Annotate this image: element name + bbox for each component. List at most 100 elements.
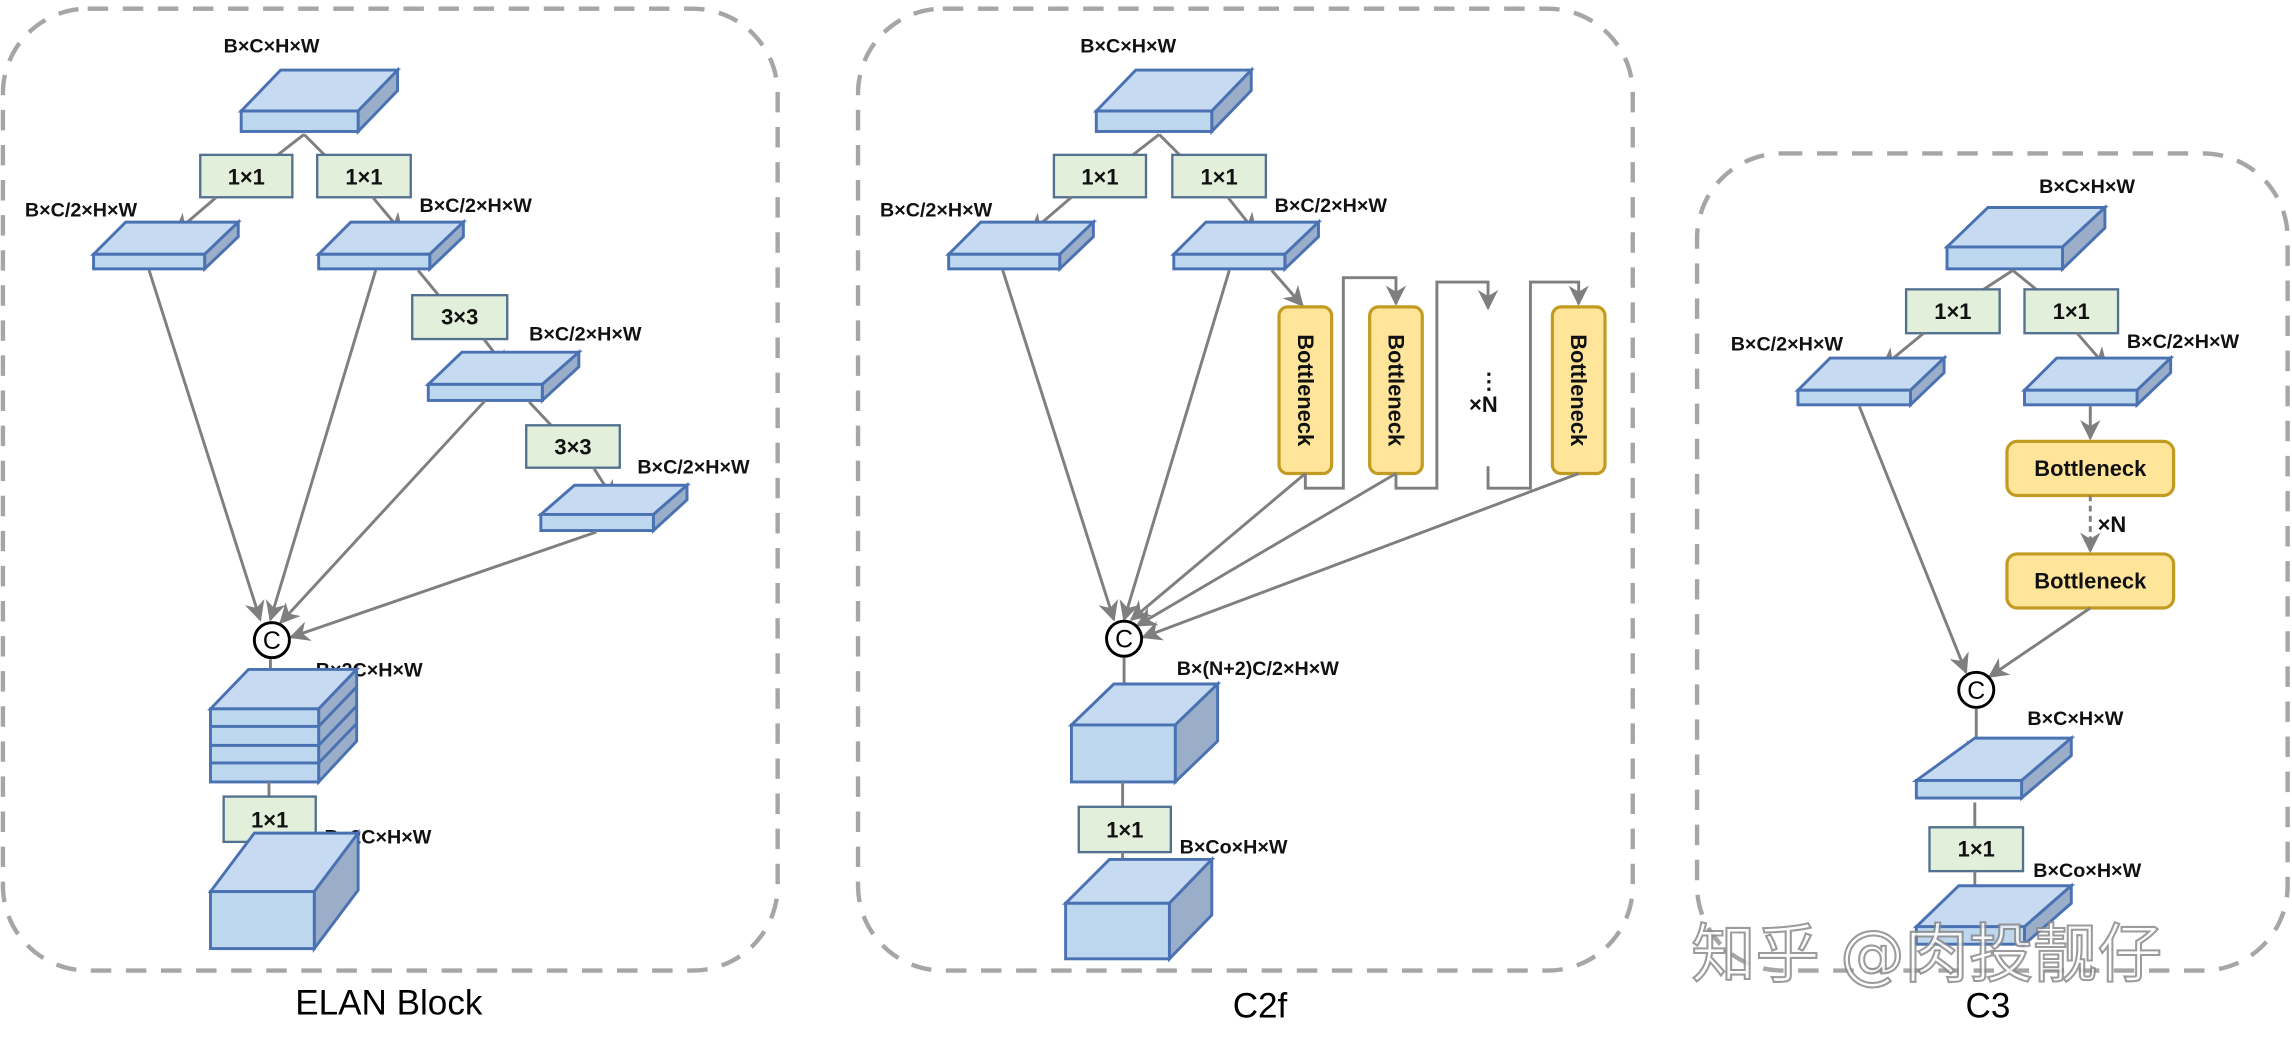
elan-conv-split-right: 1×1 (316, 153, 412, 199)
svg-text:1×1: 1×1 (1106, 818, 1143, 843)
svg-text:C: C (1967, 678, 1985, 705)
svg-text:3×3: 3×3 (441, 305, 478, 330)
svg-text:C: C (263, 628, 281, 655)
svg-text:1×1: 1×1 (1201, 164, 1238, 189)
c3-bottleneck-2: Bottleneck (2005, 552, 2176, 610)
elan-input-label: B×C×H×W (224, 36, 320, 58)
elan-input-tensor (237, 66, 402, 136)
c3-frame (1694, 151, 2290, 973)
svg-text:1×1: 1×1 (1081, 164, 1118, 189)
c2f-bottleneck-1: Bottleneck (1277, 305, 1334, 476)
c2f-concat-out-tensor (1067, 680, 1222, 786)
elan-output-tensor (207, 828, 362, 953)
elan-split-right-label: B×C/2×H×W (420, 195, 533, 217)
c2f-output-label: B×Co×H×W (1180, 837, 1288, 859)
c2f-split-right-tensor (1170, 218, 1323, 273)
elan-edge-to-conv3a (416, 269, 440, 297)
watermark: 知乎 @肉投靓仔 (1691, 917, 2162, 992)
elan-edge-split-left (276, 133, 305, 157)
c2f-bottleneck-2: Bottleneck (1368, 305, 1424, 476)
c2f-split-left-label: B×C/2×H×W (880, 199, 993, 221)
c3-concat-node: C (1957, 670, 1996, 709)
elan-conv3-a: 3×3 (411, 294, 509, 341)
c2f-concat-node: C (1105, 619, 1144, 658)
c3-conv-final: 1×1 (1928, 826, 2025, 873)
c3-edge-split-right (2011, 269, 2038, 291)
svg-text:1×1: 1×1 (251, 807, 288, 832)
elan-mid1-label: B×C/2×H×W (529, 324, 642, 346)
elan-frame (0, 6, 780, 973)
c2f-edge-split-right (1158, 133, 1181, 156)
svg-text:Bottleneck: Bottleneck (2034, 456, 2147, 481)
c2f-conv-split-left: 1×1 (1052, 153, 1148, 199)
elan-title: ELAN Block (295, 983, 483, 1022)
elan-edge-to-conv3b (528, 400, 553, 427)
elan-mid2-tensor (536, 482, 691, 534)
c3-bottleneck-1: Bottleneck (2005, 439, 2176, 498)
c3-edge-split-left (1982, 269, 2014, 291)
c2f-input-label: B×C×H×W (1080, 36, 1176, 58)
elan-edge-concat-1 (147, 269, 265, 622)
c2f-arrow-to-bottleneck-1 (1270, 269, 1304, 307)
c3-split-right-label: B×C/2×H×W (2127, 331, 2240, 353)
elan-panel: B×C×H×W 1×1 1×1 B×C/2×H×W B×C/2×H×W (0, 6, 780, 1022)
c2f-edge-concat-1 (1001, 269, 1119, 622)
svg-text:Bottleneck: Bottleneck (2034, 568, 2147, 593)
c3-conv-split-left: 1×1 (1904, 288, 2001, 335)
elan-split-left-label: B×C/2×H×W (25, 199, 138, 221)
elan-conv-split-left: 1×1 (199, 153, 294, 199)
c2f-edge-split-left (1131, 133, 1161, 157)
elan-edge-concat-4 (288, 530, 597, 641)
c3-title: C3 (1966, 986, 2011, 1025)
elan-edge-split-right (303, 133, 326, 156)
svg-text:1×1: 1×1 (2053, 299, 2090, 324)
c2f-edge-concat-3 (1129, 472, 1307, 622)
elan-edge-concat-2 (265, 269, 378, 622)
c3-concat-out-label: B×C×H×W (2027, 708, 2123, 730)
c2f-title: C2f (1233, 986, 1288, 1025)
svg-text:1×1: 1×1 (228, 164, 265, 189)
c3-split-left-label: B×C/2×H×W (1731, 334, 1844, 356)
c2f-panel: B×C×H×W 1×1 1×1 B×C/2×H×W B×C/2×H×W (855, 6, 1635, 1025)
elan-edge-concat-3 (279, 399, 487, 625)
elan-concat-node: C (252, 621, 291, 660)
elan-split-right-tensor (315, 218, 468, 273)
elan-mid1-tensor (424, 348, 583, 404)
c3-output-label: B×Co×H×W (2033, 860, 2141, 882)
c2f-edge-concat-4 (1135, 472, 1397, 627)
svg-text:3×3: 3×3 (554, 435, 591, 460)
c2f-split-left-tensor (945, 218, 1098, 273)
c3-concat-out-tensor (1911, 734, 2076, 802)
elan-concat-out-tensor (207, 665, 361, 786)
svg-text:Bottleneck: Bottleneck (1383, 334, 1408, 447)
svg-text:1×1: 1×1 (1934, 299, 1971, 324)
c3-conv-split-right: 1×1 (2023, 288, 2120, 335)
c2f-link-1-2 (1303, 276, 1407, 490)
c3-edge-concat-2 (1987, 606, 2092, 678)
c2f-conv-final: 1×1 (1077, 805, 1173, 854)
c2f-link-n-last (1486, 280, 1589, 490)
c2f-split-right-label: B×C/2×H×W (1275, 195, 1388, 217)
c2f-input-tensor (1092, 66, 1255, 136)
elan-conv3-b: 3×3 (525, 424, 621, 469)
svg-text:1×1: 1×1 (1958, 837, 1995, 862)
c2f-bottleneck-last: Bottleneck (1550, 305, 1607, 476)
elan-mid2-label: B×C/2×H×W (637, 457, 750, 479)
c3-output-tensor (1912, 882, 2076, 948)
c3-split-left-tensor (1794, 354, 1948, 409)
c3-panel: B×C×H×W 1×1 1×1 B×C/2×H×W B×C/2×H×W (1694, 151, 2290, 1025)
svg-text:Bottleneck: Bottleneck (1293, 334, 1318, 447)
c2f-edge-concat-5 (1141, 472, 1580, 641)
c3-edge-concat-1 (1857, 405, 1969, 675)
c2f-edge-concat-2 (1119, 269, 1231, 622)
elan-split-left-tensor (90, 218, 242, 273)
c3-input-label: B×C×H×W (2039, 176, 2135, 198)
svg-text:C: C (1115, 627, 1133, 654)
c2f-ellipsis: ⋮ (1478, 369, 1500, 394)
c3-split-right-tensor (2020, 354, 2175, 409)
c2f-output-tensor (1062, 855, 1216, 963)
c3-input-tensor (1943, 204, 2109, 273)
c2f-frame (855, 6, 1635, 973)
c2f-repeat-label: ×N (1469, 392, 1498, 417)
